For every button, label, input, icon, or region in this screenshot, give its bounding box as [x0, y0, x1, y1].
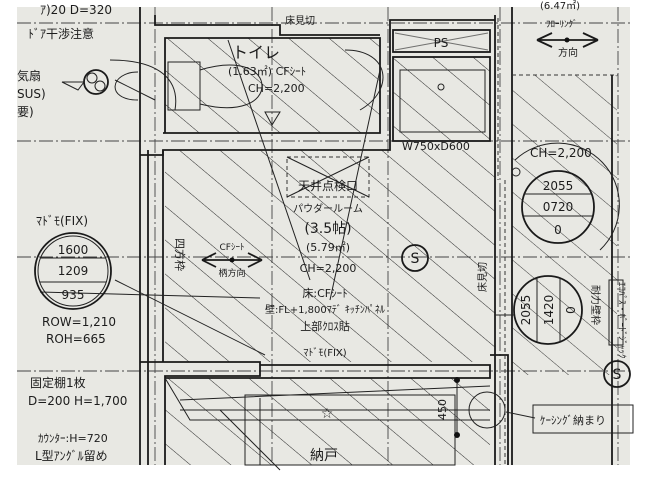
room-wall: 壁:FL+1,800ﾏﾃﾞ ｷｯﾁﾝﾊﾟﾈﾙ [265, 303, 385, 316]
door-upper-value-2: 0720 [543, 200, 574, 214]
pattern-direction-arrow [201, 252, 263, 268]
window-left-value-2: 1209 [58, 264, 89, 278]
four-frame-label: 四方枠 [173, 238, 187, 271]
fixed-shelf-label: 固定棚1枚 [30, 375, 86, 390]
room-name: パウダールーム [293, 202, 363, 215]
door-upper-value-1: 2055 [543, 179, 574, 193]
powder-room-labels: 天井点検口 パウダールーム (3.5帖) (5.79㎡) CH=2,200 床:… [265, 179, 385, 359]
window-left-value-3: 935 [62, 288, 85, 302]
bearing-wall-label: 耐力壁枠 [589, 285, 602, 325]
fan-note-3: 要) [17, 105, 34, 119]
counter-label: ｶｳﾝﾀｰ:H=720 [38, 432, 108, 445]
door-warning: ﾄﾞｱ干渉注意 [28, 26, 94, 41]
detail-leader [505, 411, 536, 419]
floor-edge-vertical: 床見切 [476, 262, 489, 292]
board-note-box [608, 279, 624, 346]
board-note: ｴｺﾊﾟｽ・ﾎﾞｰﾄﾞｼﾞｬｯｸ [616, 282, 627, 359]
hatched-floors [165, 38, 617, 465]
top-right-partial: (6.47㎡) [540, 0, 580, 12]
cabinet-size: W750xD600 [402, 140, 470, 153]
ps-label: PS [434, 36, 449, 50]
dimension-450: 450 [436, 399, 449, 420]
top-left-partial: ｱ)20 D=320 [40, 3, 112, 17]
door-tag-upper: 2055 0720 0 [511, 142, 620, 251]
room-floor: 床:CFｼｰﾄ [302, 286, 347, 300]
detail-circle [468, 391, 506, 429]
room-tatami: (3.5帖) [304, 221, 351, 237]
case-finish-label: ｹｰｼﾝｸﾞ納まり [540, 414, 606, 427]
flooring-direction-arrow [536, 32, 599, 48]
svg-text:S: S [411, 251, 420, 267]
svg-text:S: S [613, 367, 622, 383]
star-mark-icon: ☆ [321, 406, 334, 422]
door-upper-value-3: 0 [554, 223, 562, 237]
angle-label: L型ｱﾝｸﾞﾙ留め [35, 449, 108, 463]
walls [39, 7, 618, 471]
room-area: (5.79㎡) [306, 241, 350, 254]
window-fix-bottom: ﾏﾄﾞﾓ(FIX) [303, 347, 346, 359]
ch-right: CH=2,200 [530, 146, 592, 160]
fan-note-2: SUS) [17, 87, 46, 101]
roh-label: ROH=665 [46, 332, 106, 346]
toilet-name: トイレ [232, 43, 280, 62]
window-left-value-1: 1600 [58, 243, 89, 257]
case-finish-box [532, 404, 634, 434]
toilet-ch: CH=2,200 [248, 82, 305, 95]
toilet-area: (1.63㎡) CFｼｰﾄ [228, 65, 306, 78]
toilet-fixture [114, 61, 281, 127]
pattern-direction-label: 柄方向 [218, 267, 245, 279]
room-upper: 上部ｸﾛｽ貼 [300, 319, 350, 333]
door-lower-value-1: 2055 [519, 295, 533, 326]
flooring-direction: 方向 [558, 46, 578, 59]
inspection-hatch: 天井点検口 [298, 179, 358, 193]
door-tag-lower: 2055 1420 0 [495, 275, 583, 345]
row-label: ROW=1,210 [42, 315, 116, 329]
fan-note-1: 気扇 [17, 68, 41, 83]
door-lower-value-2: 1420 [542, 295, 556, 326]
door-lower-value-3: 0 [564, 306, 578, 314]
ventilation-fan-icon [61, 69, 109, 95]
shelf-dims-label: D=200 H=1,700 [28, 394, 127, 408]
window-fix-tag: 1600 1209 935 [34, 232, 112, 310]
switch-mark-1: S [401, 244, 429, 272]
cf-sheet-label: CFｼｰﾄ [220, 243, 245, 253]
window-fix-top: ﾏﾄﾞﾓ(FIX) [36, 214, 88, 228]
floor-edge-top: 床見切 [285, 14, 315, 27]
flooring-label: ﾌﾛｰﾘﾝｸﾞ [546, 19, 578, 30]
room-ch: CH=2,200 [300, 262, 357, 275]
storage-label: 納戸 [310, 448, 338, 464]
switch-mark-2: S [603, 360, 631, 388]
